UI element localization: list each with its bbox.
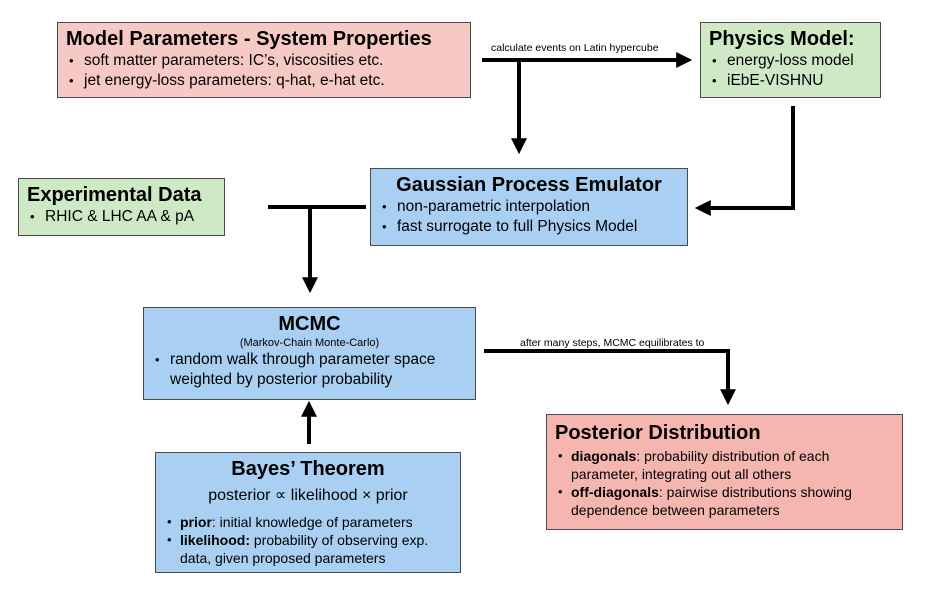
list-item: iEbE-VISHNU: [709, 71, 872, 91]
mcmc-subtitle: (Markov-Chain Monte-Carlo): [239, 337, 380, 349]
gpe-title: Gaussian Process Emulator: [396, 174, 662, 196]
off-diagonals-text: : pairwise distributions showing depende…: [571, 484, 852, 518]
bayes-formula: posterior ∝ likelihood × prior: [208, 487, 408, 504]
list-item: fast surrogate to full Physics Model: [379, 217, 679, 237]
list-item: prior: initial knowledge of parameters: [164, 513, 452, 531]
list-item: random walk through parameter space weig…: [152, 350, 467, 390]
list-item: likelihood: probability of observing exp…: [164, 531, 452, 567]
physics-model-box: Physics Model: energy-loss model iEbE-VI…: [700, 22, 881, 98]
list-item: RHIC & LHC AA & pA: [27, 207, 216, 227]
model-parameters-title: Model Parameters - System Properties: [66, 28, 432, 50]
diagonals-label: diagonals: [571, 448, 637, 464]
bayes-theorem-box: Bayes’ Theorem posterior ∝ likelihood × …: [155, 452, 461, 573]
mcmc-bullet-line1: random walk through parameter space: [170, 351, 436, 368]
experimental-data-box: Experimental Data RHIC & LHC AA & pA: [18, 178, 225, 236]
physics-model-title: Physics Model:: [709, 28, 855, 50]
prior-label: prior: [180, 514, 212, 530]
likelihood-text: probability of observing exp. data, give…: [180, 532, 429, 566]
list-item: energy-loss model: [709, 51, 872, 71]
posterior-title: Posterior Distribution: [555, 422, 761, 444]
posterior-distribution-box: Posterior Distribution diagonals: probab…: [546, 414, 903, 530]
mcmc-title: MCMC: [278, 313, 341, 335]
list-item: jet energy-loss parameters: q-hat, e-hat…: [66, 71, 462, 91]
list-item: off-diagonals: pairwise distributions sh…: [555, 483, 894, 519]
experimental-data-title: Experimental Data: [27, 184, 202, 206]
mcmc-bullet-line2: weighted by posterior probability: [170, 371, 393, 388]
likelihood-label: likelihood:: [180, 532, 250, 548]
diagonals-text: : probability distribution of each param…: [571, 448, 830, 482]
edge-label-equilibrates: after many steps, MCMC equilibrates to: [520, 337, 705, 349]
list-item: soft matter parameters: IC’s, viscositie…: [66, 51, 462, 71]
prior-text: : initial knowledge of parameters: [211, 514, 413, 530]
bayes-title: Bayes’ Theorem: [231, 458, 385, 480]
mcmc-box: MCMC (Markov-Chain Monte-Carlo) random w…: [143, 307, 476, 400]
arrow-physics-to-gpe: [694, 106, 795, 216]
list-item: diagonals: probability distribution of e…: [555, 447, 894, 483]
off-diagonals-label: off-diagonals: [571, 484, 659, 500]
gaussian-process-emulator-box: Gaussian Process Emulator non-parametric…: [370, 168, 688, 246]
model-parameters-box: Model Parameters - System Properties sof…: [57, 22, 471, 98]
list-item: non-parametric interpolation: [379, 197, 679, 217]
edge-label-latin-hypercube: calculate events on Latin hypercube: [491, 42, 659, 54]
arrow-mcmc-to-posterior: [484, 349, 736, 406]
